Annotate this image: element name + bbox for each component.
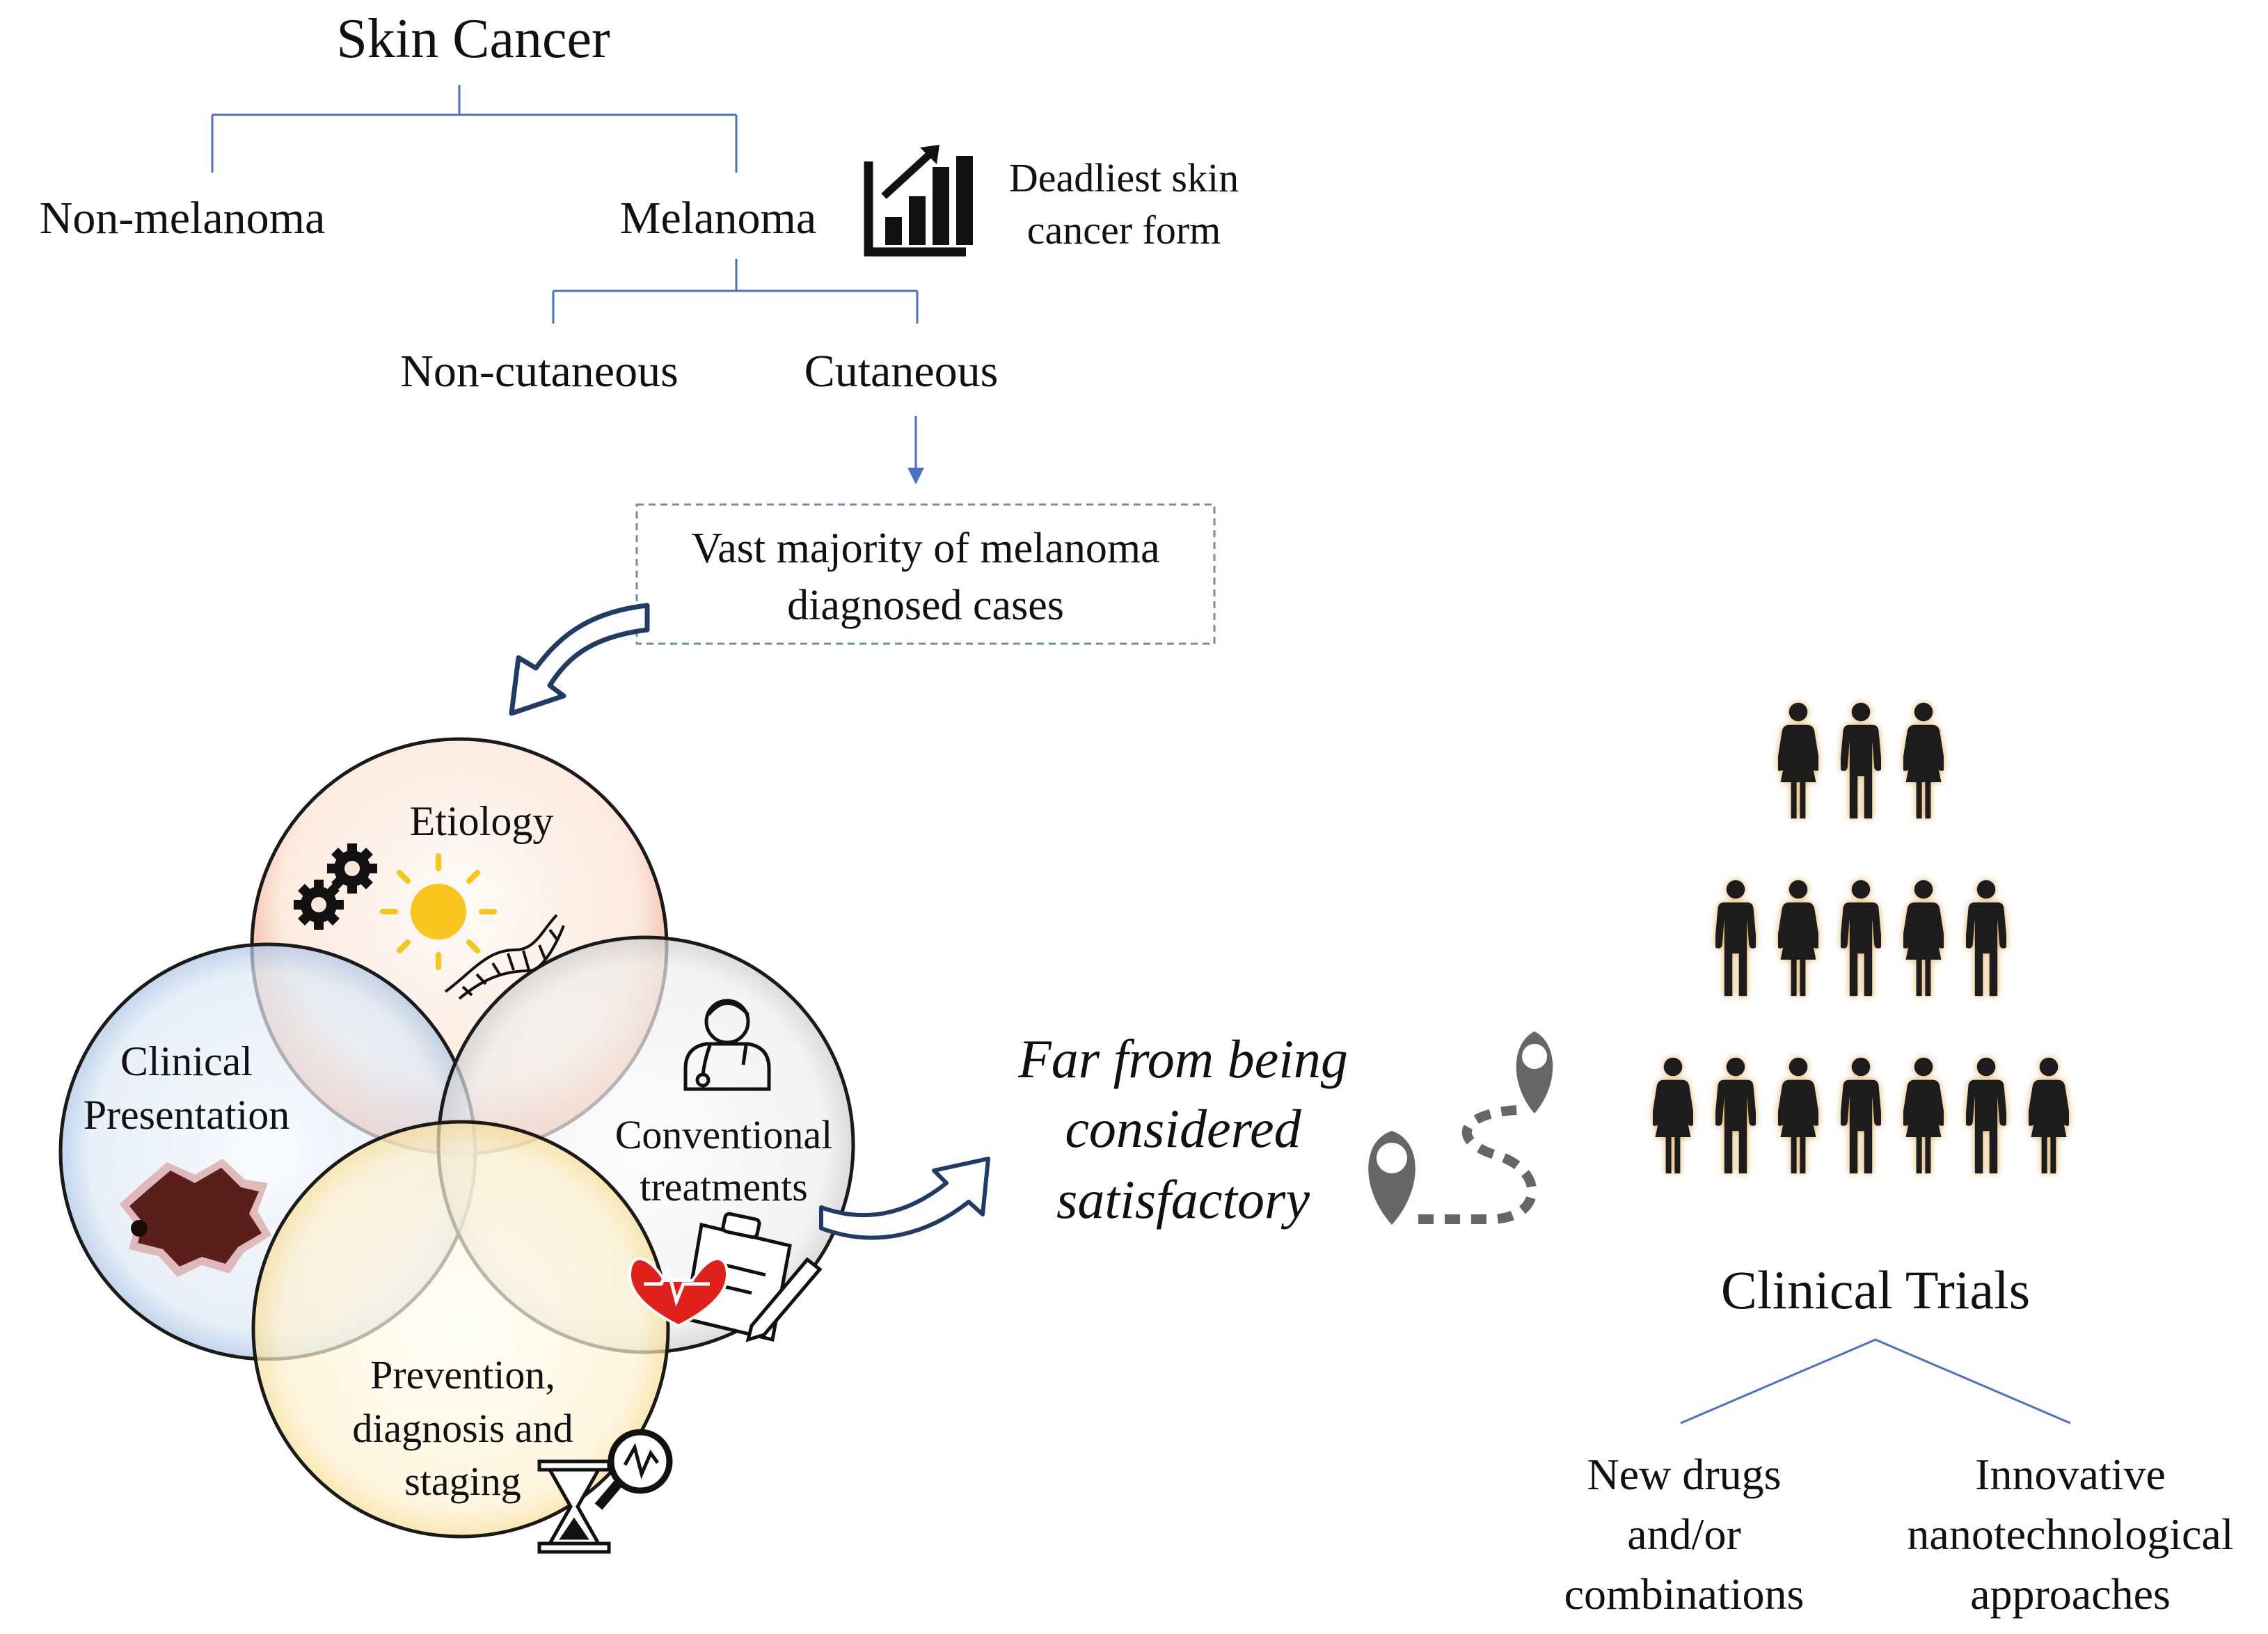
clipboard-icon — [683, 1212, 823, 1342]
curved-arrow-to-venn — [509, 603, 650, 716]
trials-left-line3: combinations — [1564, 1569, 1805, 1619]
dashed-route — [1418, 1105, 1537, 1224]
clinical-trials-branch: Clinical Trials New drugs and/or combina… — [1564, 1260, 2234, 1619]
majority-line1: Vast majority of melanoma — [691, 525, 1159, 572]
prevention-circle — [251, 1120, 670, 1539]
bar-chart-rising-icon — [864, 145, 973, 257]
trials-connector — [1680, 1338, 2071, 1425]
deadliest-line1: Deadliest skin — [1009, 155, 1239, 200]
magnifier-icon — [594, 1429, 673, 1510]
cutaneous-arrowhead — [907, 468, 924, 484]
melanoma-lesion-icon — [120, 1159, 271, 1277]
doctor-icon — [683, 999, 771, 1091]
clinical-trials-title: Clinical Trials — [1721, 1260, 2030, 1320]
map-pin-icon-2 — [1516, 1031, 1553, 1113]
majority-box — [635, 503, 1216, 645]
gears-icon — [294, 843, 377, 930]
melanoma-label: Melanoma — [620, 193, 816, 244]
status-line2: considered — [1065, 1098, 1301, 1159]
status-line1: Far from being — [1017, 1029, 1348, 1089]
prevention-line3: staging — [404, 1459, 521, 1504]
conventional-line2: treatments — [640, 1164, 808, 1209]
clinical-line2: Presentation — [84, 1092, 290, 1138]
deadliest-line2: cancer form — [1027, 207, 1221, 253]
majority-line2: diagnosed cases — [787, 582, 1064, 629]
trials-left-line1: New drugs — [1587, 1450, 1781, 1499]
sun-icon — [380, 853, 497, 970]
curved-arrow-to-status — [819, 1157, 990, 1240]
clinical-line1: Clinical — [120, 1038, 253, 1084]
people-pyramid-icon — [1653, 702, 2069, 1174]
non-cutaneous-label: Non-cutaneous — [400, 346, 679, 397]
dna-icon — [444, 914, 565, 1000]
non-melanoma-label: Non-melanoma — [40, 193, 326, 244]
trials-right-line1: Innovative — [1975, 1450, 2166, 1499]
route-icon — [1368, 1031, 1553, 1225]
prevention-line1: Prevention, — [370, 1352, 555, 1397]
skin-cancer-tree: Skin Cancer Non-melanoma Melanoma Deadli… — [40, 8, 1239, 645]
status-text: Far from being considered satisfactory — [1017, 1029, 1348, 1230]
map-pin-icon — [1368, 1131, 1415, 1225]
cutaneous-label: Cutaneous — [804, 346, 999, 397]
hourglass-icon — [537, 1459, 611, 1554]
pulse-line — [644, 1264, 710, 1307]
conventional-line1: Conventional — [615, 1112, 833, 1157]
venn-diagram: Etiology — [58, 737, 855, 1554]
melanoma-connector — [552, 259, 919, 324]
trials-left-line2: and/or — [1627, 1509, 1741, 1559]
status-line3: satisfactory — [1056, 1169, 1310, 1230]
root-connector — [211, 85, 738, 173]
etiology-label: Etiology — [410, 798, 554, 844]
trials-right-line2: nanotechnological — [1907, 1509, 2233, 1559]
trials-right-line3: approaches — [1970, 1569, 2171, 1619]
prevention-line2: diagnosis and — [352, 1406, 573, 1451]
skin-cancer-title: Skin Cancer — [336, 8, 610, 70]
